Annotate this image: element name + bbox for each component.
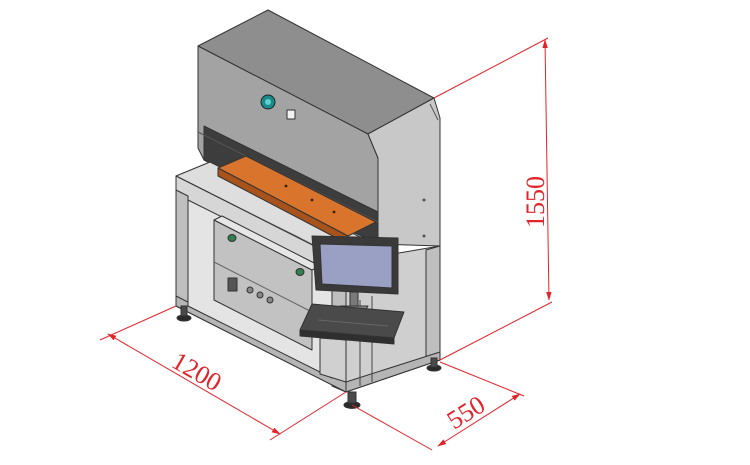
height-label: 1550 bbox=[521, 176, 550, 228]
width-label: 1200 bbox=[167, 346, 227, 397]
leveling-feet bbox=[176, 305, 442, 409]
depth-dimension-line bbox=[437, 393, 521, 447]
reset-button-icon bbox=[286, 109, 296, 120]
power-knob-icon bbox=[227, 234, 237, 242]
width-dimension-line bbox=[107, 333, 281, 435]
keyboard-tray bbox=[299, 303, 405, 345]
monitor bbox=[311, 235, 399, 313]
dimension-annotations bbox=[99, 37, 553, 451]
main-switch-icon bbox=[227, 277, 238, 292]
machine-upper-housing bbox=[197, 9, 441, 247]
monitor-screen bbox=[319, 243, 393, 289]
depth-label: 550 bbox=[442, 390, 490, 435]
status-knob-icon bbox=[295, 268, 305, 276]
height-dimension-line bbox=[542, 39, 552, 301]
